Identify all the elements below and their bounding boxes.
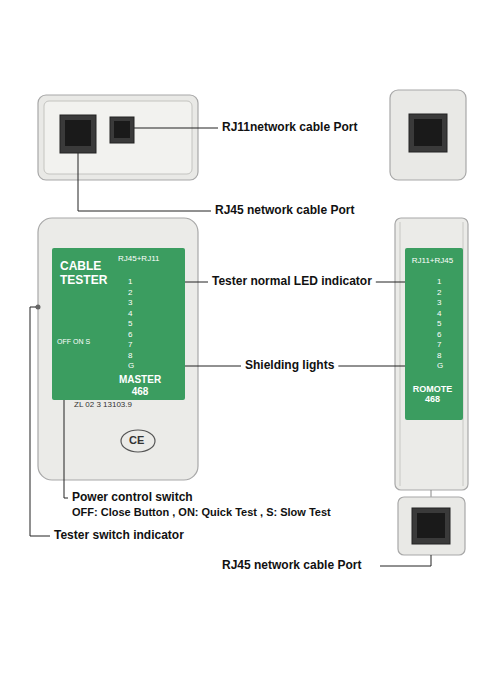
pin-number: 1 <box>437 277 441 286</box>
pin-number: 6 <box>128 330 132 339</box>
master-housing <box>38 218 198 480</box>
pin-number: 5 <box>437 319 441 328</box>
pin-number: 5 <box>128 319 132 328</box>
pin-number: 6 <box>437 330 441 339</box>
pin-number: 3 <box>437 298 441 307</box>
callout-label: Shielding lights <box>245 359 334 373</box>
pin-number: G <box>128 361 134 370</box>
remote-rj45-hole <box>414 119 442 146</box>
pin-number: 7 <box>437 340 441 349</box>
rj11-port <box>110 117 134 143</box>
remote-bottom-hole <box>417 513 445 538</box>
remote-panel: RJ11+RJ45ROMOTE 468 <box>405 248 463 420</box>
remote-housing <box>395 218 468 490</box>
rj45-port <box>60 115 96 153</box>
remote-rj45-port <box>409 114 447 152</box>
view-connector <box>431 490 432 497</box>
remote-bottom-housing <box>398 497 465 555</box>
remote-bottom-port <box>412 508 450 544</box>
callout-label: Tester normal LED indicator <box>212 275 372 289</box>
pin-number: 4 <box>437 309 441 318</box>
leader-line <box>78 153 211 211</box>
pin-number: 2 <box>437 288 441 297</box>
leader-line <box>64 398 68 498</box>
pin-number: 7 <box>128 340 132 349</box>
port-type: RJ11+RJ45 <box>407 256 458 265</box>
ce-mark-ring <box>121 430 155 452</box>
switch-indicator-dot <box>36 305 41 310</box>
switch-marking: OFF ON S <box>57 338 90 346</box>
pin-number: 3 <box>128 298 132 307</box>
device-title: CABLE TESTER <box>60 260 120 288</box>
rj45-port-hole <box>65 120 91 146</box>
master-panel: CABLE TESTERRJ45+RJ11MASTER 468 <box>52 248 185 400</box>
pin-number: G <box>437 361 443 370</box>
remote-end-housing <box>390 90 466 180</box>
callout-label: Power control switch <box>72 491 193 505</box>
pin-number: 4 <box>128 309 132 318</box>
master-end-face <box>44 101 192 174</box>
leader-line <box>380 555 431 566</box>
master-end-housing <box>38 95 198 180</box>
rj11-port-hole <box>114 121 130 138</box>
callout-label: RJ45 network cable Port <box>215 204 354 218</box>
leader-lines <box>30 128 431 566</box>
ce-mark: CE <box>129 434 144 447</box>
pin-number: 1 <box>128 277 132 286</box>
port-type: RJ45+RJ11 <box>118 254 182 263</box>
remote-rail <box>400 222 401 486</box>
callout-label: RJ45 network cable Port <box>222 559 361 573</box>
leader-line <box>134 128 218 129</box>
callout-note: OFF: Close Button , ON: Quick Test , S: … <box>72 506 331 519</box>
leader-line <box>30 307 50 536</box>
pin-number: 8 <box>128 351 132 360</box>
model-name: MASTER 468 <box>112 374 168 397</box>
model-name: ROMOTE 468 <box>405 384 460 405</box>
pin-number: 2 <box>128 288 132 297</box>
callout-label: RJ11network cable Port <box>222 121 357 135</box>
callout-label: Tester switch indicator <box>54 529 184 543</box>
serial-number: ZL 02 3 13103.9 <box>74 400 132 409</box>
pin-number: 8 <box>437 351 441 360</box>
